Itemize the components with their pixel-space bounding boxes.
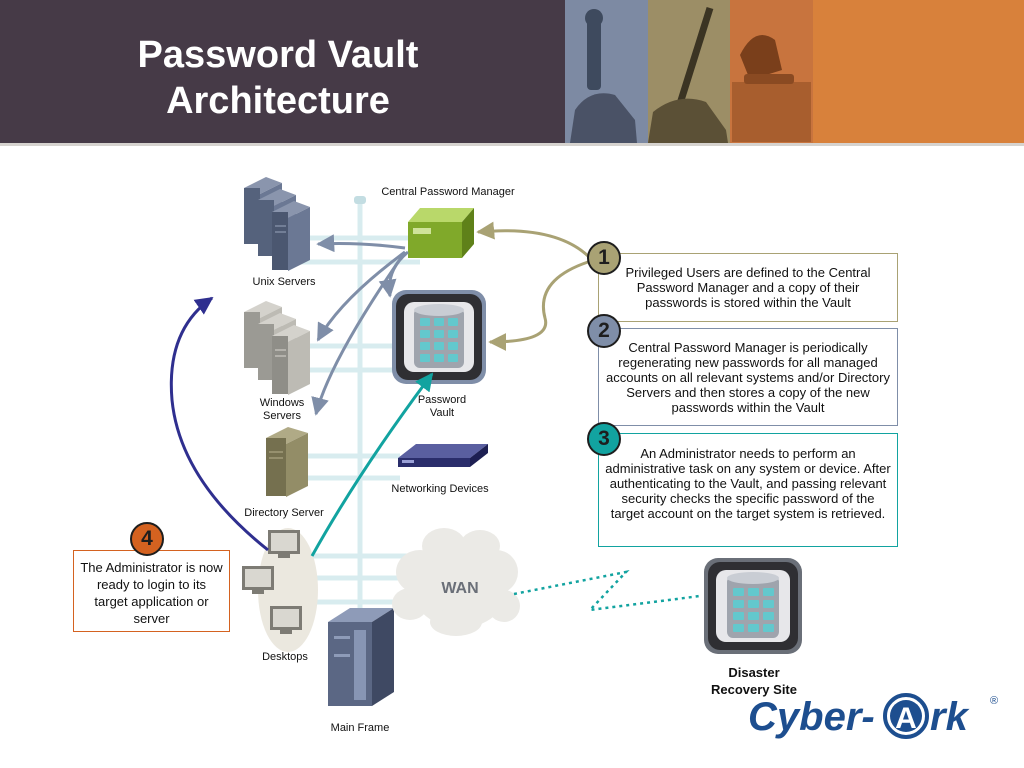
svg-text:Cyber-: Cyber- (748, 695, 875, 739)
svg-text:rk: rk (930, 695, 970, 739)
svg-text:®: ® (990, 695, 998, 707)
wan-label: WAN (441, 580, 479, 597)
central-password-manager-label: Central Password Manager (381, 186, 515, 198)
windows-servers-icon (244, 301, 310, 395)
step1-description-box: Privileged Users are defined to the Cent… (598, 253, 898, 322)
disaster-recovery-site-label: Disaster Recovery Site (711, 665, 797, 697)
network-backbone (300, 196, 420, 640)
step4-badge: 4 (130, 522, 164, 556)
unix-servers-icon (244, 177, 310, 271)
central-password-manager-icon (408, 208, 474, 258)
cyber-ark-logo: Cyber- A rk ® (748, 688, 1008, 742)
windows-servers-label: Windows Servers (259, 397, 305, 422)
step4-description-box: The Administrator is now ready to login … (73, 550, 230, 632)
desktops-label: Desktops (262, 651, 308, 663)
page-title: Password Vault Architecture (137, 34, 419, 122)
directory-server-icon (266, 427, 308, 497)
main-frame-icon (328, 608, 394, 706)
backbone-cap (354, 196, 366, 204)
architecture-diagram (169, 177, 802, 706)
wan-dr-link (513, 570, 701, 612)
briefcase-hand-photo (730, 0, 813, 143)
main-frame-label: Main Frame (330, 722, 390, 734)
disaster-recovery-vault-icon (704, 558, 802, 654)
directory-server-label: Directory Server (244, 507, 324, 519)
key-hand-photo (565, 0, 648, 143)
wan-cloud-icon (392, 528, 520, 636)
networking-devices-label: Networking Devices (391, 483, 489, 495)
step2-badge: 2 (587, 314, 621, 348)
step3-retrieval-arrow (310, 372, 434, 557)
step3-badge: 3 (587, 422, 621, 456)
step1-badge: 1 (587, 241, 621, 275)
step2-description-box: Central Password Manager is periodically… (598, 328, 898, 426)
step3-description-box: An Administrator needs to perform an adm… (598, 433, 898, 547)
networking-device-icon (398, 444, 488, 467)
orange-panel (813, 0, 1024, 143)
unix-servers-label: Unix Servers (252, 276, 316, 288)
pen-hand-photo (648, 0, 730, 143)
password-vault-label: Password Vault (417, 394, 467, 419)
password-vault-icon (392, 290, 486, 384)
svg-text:A: A (895, 702, 917, 735)
step2-regeneration-arrows (311, 234, 409, 416)
step1-arrows (476, 221, 590, 351)
desktops-icon (242, 528, 318, 652)
step4-login-arrow (169, 296, 269, 552)
header-divider (0, 143, 1024, 146)
